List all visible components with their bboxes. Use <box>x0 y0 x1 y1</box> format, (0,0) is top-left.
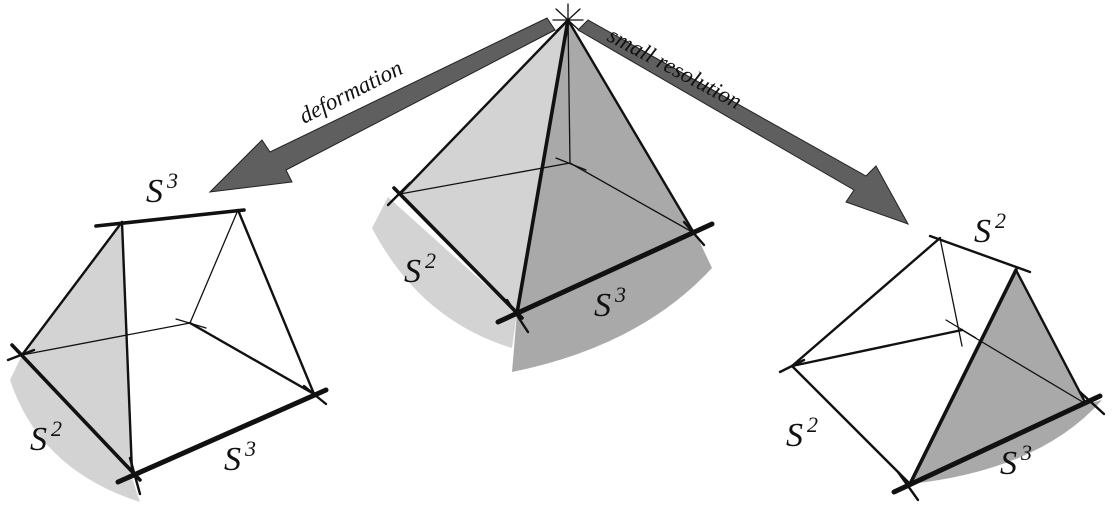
right-tick-right <box>1078 390 1106 416</box>
center-left-face <box>400 20 568 313</box>
right-tick-left <box>778 358 806 374</box>
left-back-edge-right <box>188 321 316 396</box>
small-resolution-arrow-icon <box>577 19 910 225</box>
left-hidden-edge <box>189 209 239 324</box>
left-back-tick <box>175 318 207 329</box>
deformation-arrow-icon <box>208 17 556 193</box>
center-back-tick <box>555 157 587 171</box>
center-base-left <box>392 186 524 320</box>
left-triangle-face <box>22 222 132 472</box>
center-edge-left <box>398 18 570 196</box>
center-hidden-edge <box>567 19 571 164</box>
right-base-right <box>891 393 1103 495</box>
left-tick-front <box>128 456 142 496</box>
right-vertical-edge <box>1014 268 1088 406</box>
right-resolution-figure <box>778 234 1106 502</box>
left-tick-left <box>6 348 36 362</box>
left-tick-right <box>302 384 328 406</box>
center-base-right <box>495 221 715 325</box>
right-tick-front <box>896 470 920 502</box>
right-base-left <box>790 364 912 486</box>
right-diag-edge <box>908 268 1018 486</box>
center-edge-right <box>566 18 696 235</box>
right-back-edge-right <box>961 329 1087 405</box>
left-base-left <box>10 343 142 482</box>
right-top-edge <box>928 234 1032 274</box>
left-top-edge <box>94 208 246 228</box>
center-tick-front <box>505 298 530 334</box>
apex-star-icon <box>552 3 584 37</box>
center-dark-surface <box>512 230 712 372</box>
center-edge-front <box>515 18 570 315</box>
left-back-edge-left <box>21 322 191 356</box>
center-tick-right <box>682 220 706 247</box>
center-right-face <box>517 20 694 313</box>
right-back-edge-left <box>790 328 964 368</box>
center-tick-left <box>386 181 412 207</box>
left-base-right <box>115 387 329 485</box>
small-resolution-label: small resolution <box>604 22 746 114</box>
right-triangle-face <box>910 270 1086 484</box>
center-cone <box>372 3 715 372</box>
left-vertical-edge <box>120 220 134 474</box>
left-deformation-figure <box>6 208 329 502</box>
center-back-edge-right <box>569 162 695 234</box>
right-back-tick <box>945 319 977 339</box>
left-right-edge <box>236 208 316 396</box>
left-diag-edge <box>20 220 124 357</box>
center-light-surface <box>372 197 517 348</box>
right-left-edge <box>790 236 942 368</box>
